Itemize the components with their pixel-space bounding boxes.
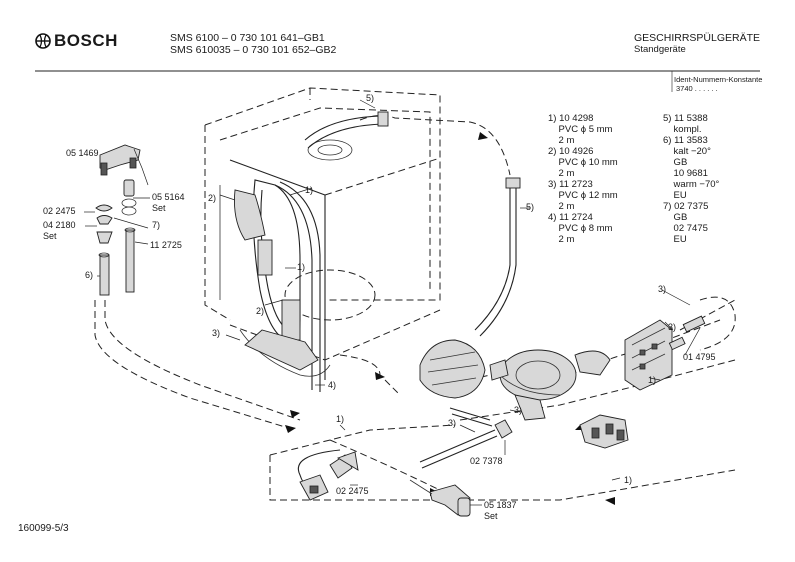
model-line-2: SMS 610035 – 0 730 101 652–GB2 <box>170 44 337 56</box>
ident-label: Ident-Nummern-Konstante <box>674 75 763 84</box>
callout-marker: 5) <box>366 93 375 103</box>
float-switch-bottom <box>297 449 359 501</box>
callout-marker: 3) <box>658 284 667 294</box>
elbow-fitting-bottom <box>409 479 471 517</box>
callout-marker: 2) <box>208 193 217 203</box>
legend-line: GB <box>663 212 688 223</box>
brand-name: BOSCH <box>54 31 118 50</box>
callout-marker: 3) <box>514 405 523 415</box>
part-label: 01 4795 <box>683 352 716 362</box>
part-label: 05 1837 <box>484 500 517 510</box>
legend-line: 2 m <box>548 201 575 212</box>
legend-line: GB <box>663 157 688 168</box>
model-line-1: SMS 6100 – 0 730 101 641–GB1 <box>170 32 325 44</box>
legend-line: 6) 11 3583 <box>663 135 708 146</box>
callout-marker: 1) <box>336 414 345 424</box>
callout-marker: 6) <box>85 270 94 280</box>
legend-line: PVC ϕ 10 mm <box>548 157 618 168</box>
category-title: GESCHIRRSPÜLGERÄTE <box>634 32 761 44</box>
legend-line: 5) 11 5388 <box>663 113 708 124</box>
legend-line: 7) 02 7375 <box>663 201 709 212</box>
part-label: 02 2475 <box>336 486 369 496</box>
part-label: 02 7378 <box>470 456 503 466</box>
legend-column-1: 1) 10 4298 PVC ϕ 5 mm 2 m 2) 10 4926 PVC… <box>548 113 618 245</box>
ident-value: 3740 . . . . . . <box>676 84 718 93</box>
legend-line: 2 m <box>548 234 575 245</box>
callout-marker: 5) <box>526 202 535 212</box>
legend-line: PVC ϕ 8 mm <box>548 223 613 234</box>
legend-line: 3) 11 2723 <box>548 179 593 190</box>
category-subtitle: Standgeräte <box>634 44 686 55</box>
part-label: 05 1469 <box>66 148 99 158</box>
legend-line: EU <box>663 234 687 245</box>
legend-line: 4) 11 2724 <box>548 212 593 223</box>
callout-marker: 1) <box>648 375 657 385</box>
part-label: 02 2475 <box>43 206 76 216</box>
hose-loop <box>304 111 521 337</box>
part-label: 04 2180 <box>43 220 76 230</box>
part-label: Set <box>484 511 498 521</box>
legend-column-2: 5) 11 5388 kompl. 6) 11 3583 kalt −20° G… <box>663 113 719 245</box>
drain-hoses <box>94 296 736 501</box>
callout-marker: 2) <box>256 306 265 316</box>
valve-bracket-right <box>624 315 706 391</box>
bosch-logo-icon <box>35 33 51 49</box>
callout-marker: 1) <box>624 475 633 485</box>
dishwasher-tub <box>204 87 441 380</box>
callout-marker: 3) <box>668 322 677 332</box>
callout-marker: 3) <box>448 418 457 428</box>
legend-line: kalt −20° <box>663 146 711 157</box>
callout-marker: 3) <box>212 328 221 338</box>
legend-line: 1) 10 4298 <box>548 113 594 124</box>
part-label: 11 2725 <box>150 240 182 250</box>
loose-parts-left <box>95 144 141 296</box>
callout-marker: 1) <box>297 262 306 272</box>
legend-line: 02 7475 <box>663 223 708 234</box>
internal-hose-assembly <box>219 179 331 392</box>
legend-line: EU <box>663 190 687 201</box>
callout-marker: 4) <box>328 380 337 390</box>
legend-line: kompl. <box>663 124 702 135</box>
leader-lines <box>84 99 701 506</box>
legend-line: warm −70° <box>663 179 720 190</box>
legend-line: 2) 10 4926 <box>548 146 594 157</box>
legend-line: 10 9681 <box>663 168 708 179</box>
legend-line: 2 m <box>548 168 575 179</box>
part-label: Set <box>43 231 57 241</box>
legend-line: PVC ϕ 5 mm <box>548 124 613 135</box>
legend-line: PVC ϕ 12 mm <box>548 190 618 201</box>
legend-line: 2 m <box>548 135 575 146</box>
pump-motor-assembly <box>419 339 629 449</box>
part-label: 05 5164 <box>152 192 185 202</box>
drawing-code: 160099-5/3 <box>18 523 69 534</box>
part-label: Set <box>152 203 166 213</box>
callout-marker: 7) <box>152 220 161 230</box>
callout-marker: 1) <box>305 185 314 195</box>
